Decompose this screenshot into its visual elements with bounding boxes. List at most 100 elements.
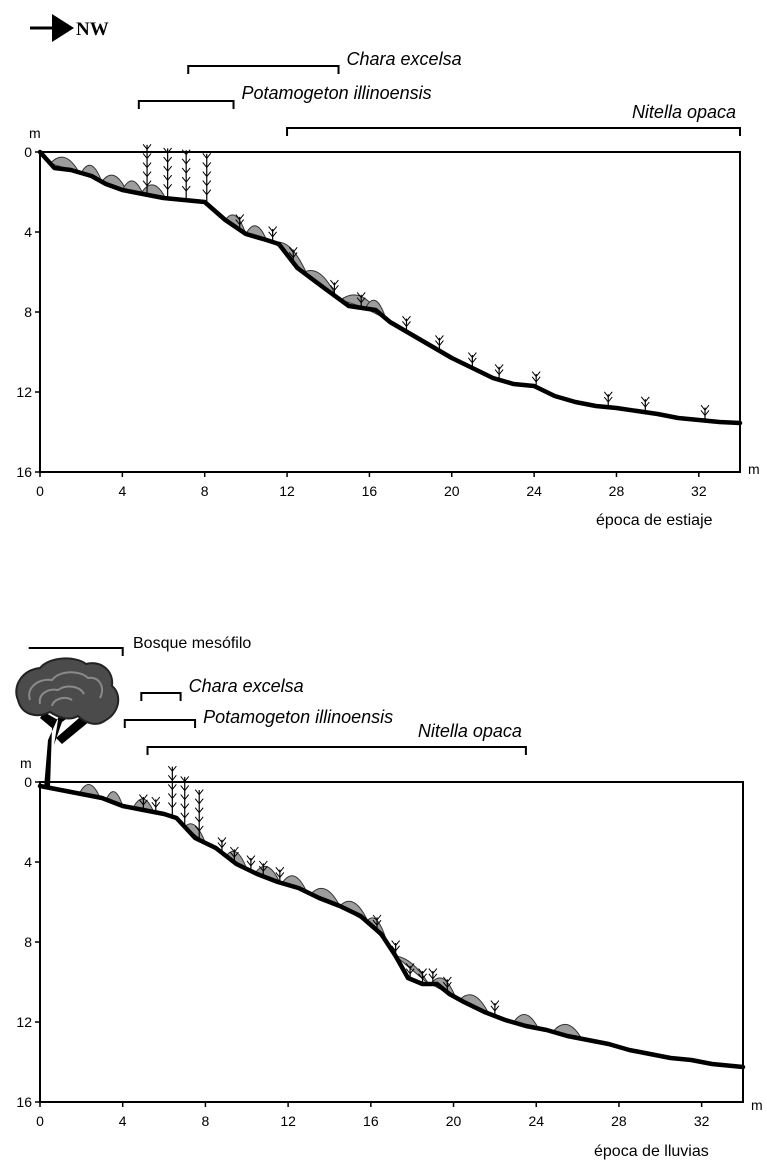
nitella-plant-icon [372, 914, 382, 931]
nitella-plant-icon [356, 292, 366, 308]
potamogeton-plant-icon [142, 144, 152, 195]
nitella-plant-icon [402, 315, 411, 332]
plant-leaf [435, 335, 444, 341]
x-tick-label: 4 [118, 483, 126, 499]
plant-leaf [181, 176, 191, 183]
plant-leaf [229, 846, 239, 853]
plant-leaf [202, 180, 212, 186]
plant-leaf [603, 396, 613, 403]
y-tick-label: 4 [24, 224, 32, 240]
plant-leaf [402, 321, 411, 327]
plant-leaf [181, 167, 191, 174]
potamogeton-plant-icon [194, 789, 204, 840]
plant-leaf [180, 776, 190, 782]
plant-leaf [531, 376, 541, 383]
plant-leaf [372, 919, 382, 926]
plant-leaf [402, 315, 411, 322]
plant-leaf [194, 825, 204, 832]
plant-leaf [181, 185, 191, 192]
nitella-plant-icon [640, 396, 650, 413]
nitella-plant-icon [467, 352, 477, 368]
x-tick-label: 4 [119, 1113, 127, 1129]
y-tick-label: 12 [16, 384, 32, 400]
plant-leaf [167, 774, 177, 781]
plant-leaf [467, 352, 477, 358]
plant-leaf [268, 226, 278, 232]
plant-leaf [603, 391, 613, 398]
dry-x-unit: m [748, 461, 760, 477]
species-label: Nitella opaca [418, 721, 522, 741]
x-tick-label: 16 [362, 483, 378, 499]
potamogeton-plant-icon [181, 149, 191, 201]
plant-leaf [235, 219, 245, 225]
plant-leaf [194, 816, 204, 823]
nitella-plant-icon [494, 364, 504, 380]
plant-leaf [180, 794, 190, 800]
plot-frame [39, 781, 744, 1103]
plant-leaf [202, 153, 212, 159]
plant-leaf [163, 156, 173, 163]
nitella-plant-icon [288, 246, 298, 263]
plant-leaf [640, 401, 650, 408]
plant-leaf [258, 860, 268, 867]
potamogeton-plant-icon [167, 765, 177, 817]
species-label: Chara excelsa [189, 676, 304, 696]
rainy-season-caption: época de lluvias [594, 1143, 709, 1160]
plant-leaf [494, 369, 504, 375]
potamogeton-plant-icon [180, 776, 190, 827]
plant-leaf [442, 976, 452, 983]
plant-leaf [391, 940, 401, 946]
y-tick-label: 8 [24, 934, 32, 950]
x-tick-label: 32 [691, 483, 707, 499]
plant-leaf [428, 968, 438, 974]
x-tick-label: 8 [202, 1113, 210, 1129]
plant-leaf [181, 158, 191, 165]
plant-leaf [142, 171, 152, 177]
plant-leaf [180, 803, 190, 810]
nitella-plant-icon [258, 860, 268, 877]
plant-leaf [163, 174, 173, 181]
compass-label: NW [76, 19, 109, 40]
plant-leaf [151, 801, 161, 808]
plant-leaf [428, 973, 438, 980]
species-range-bracket [187, 65, 340, 74]
y-tick-label: 0 [24, 144, 32, 160]
species-label: Potamogeton illinoensis [203, 707, 393, 727]
plant-leaf [181, 149, 191, 156]
forest-label: Bosque mesófilo [133, 635, 251, 652]
plant-leaf [217, 842, 227, 848]
nitella-plant-icon [700, 404, 710, 421]
y-tick-label: 8 [24, 304, 32, 320]
y-tick-label: 12 [16, 1014, 32, 1030]
y-tick-label: 16 [16, 464, 32, 480]
plant-leaf [330, 284, 339, 291]
plant-leaf [372, 914, 382, 921]
plant-leaf [700, 404, 710, 411]
bottom-profile-line [37, 783, 746, 1070]
plant-leaf [246, 855, 256, 861]
plant-leaf [405, 968, 415, 974]
forest-range-bracket [28, 647, 124, 656]
x-tick-label: 0 [36, 1113, 44, 1129]
x-tick-label: 28 [611, 1113, 627, 1129]
nitella-plant-icon [151, 796, 161, 813]
y-tick-label: 16 [16, 1094, 32, 1110]
plant-leaf [246, 860, 256, 867]
plant-leaf [180, 812, 190, 819]
plant-leaf [229, 851, 239, 858]
species-label: Chara excelsa [347, 49, 462, 69]
plant-leaf [163, 147, 173, 154]
species-range-bracket [146, 746, 527, 755]
plant-leaf [258, 865, 268, 872]
x-tick-label: 32 [694, 1113, 710, 1129]
plant-leaf [235, 214, 245, 220]
nitella-plant-icon [246, 855, 256, 871]
plant-leaf [142, 153, 152, 159]
plant-leaf [275, 866, 285, 873]
plant-leaf [163, 183, 173, 190]
dry-season-caption: época de estiaje [596, 512, 713, 529]
plant-leaf [356, 292, 366, 298]
plant-leaf [151, 796, 161, 803]
